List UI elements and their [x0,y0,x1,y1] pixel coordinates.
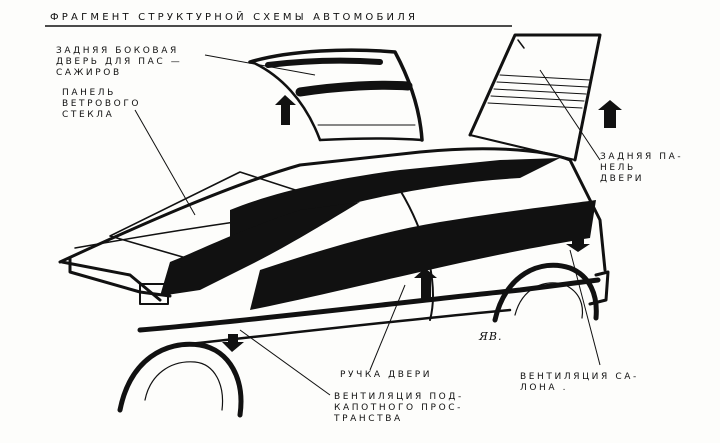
label-rear-panel: ЗАДНЯЯ ПА- НЕЛЬ ДВЕРИ [600,152,684,184]
arrow-down-icon [566,236,590,252]
label-underhood-vent: ВЕНТИЛЯЦИЯ ПОД- КАПОТНОГО ПРОС- ТРАНСТВА [334,392,464,424]
arrow-up-icon [414,268,437,300]
leader-lines [134,54,601,396]
car-body [58,147,610,418]
rear-hatch-panel [468,33,602,162]
label-side-door: ЗАДНЯЯ БОКОВАЯ ДВЕРЬ ДЛЯ ПАС — САЖИРОВ [56,46,183,78]
arrow-up-icon [275,95,296,125]
arrow-down-icon [222,334,244,352]
label-windshield: ПАНЕЛЬ ВЕТРОВОГО СТЕКЛА [62,88,142,120]
label-door-handle: РУЧКА ДВЕРИ [340,370,433,380]
diagram-title: ФРАГМЕНТ СТРУКТУРНОЙ СХЕМЫ АВТОМОБИЛЯ [50,12,419,23]
artist-signature: ЯВ. [479,330,503,343]
motion-arrows [222,95,622,352]
side-door-panel [248,48,424,142]
arrow-up-icon [598,100,622,128]
label-cabin-vent: ВЕНТИЛЯЦИЯ СА- ЛОНА . [520,372,639,393]
